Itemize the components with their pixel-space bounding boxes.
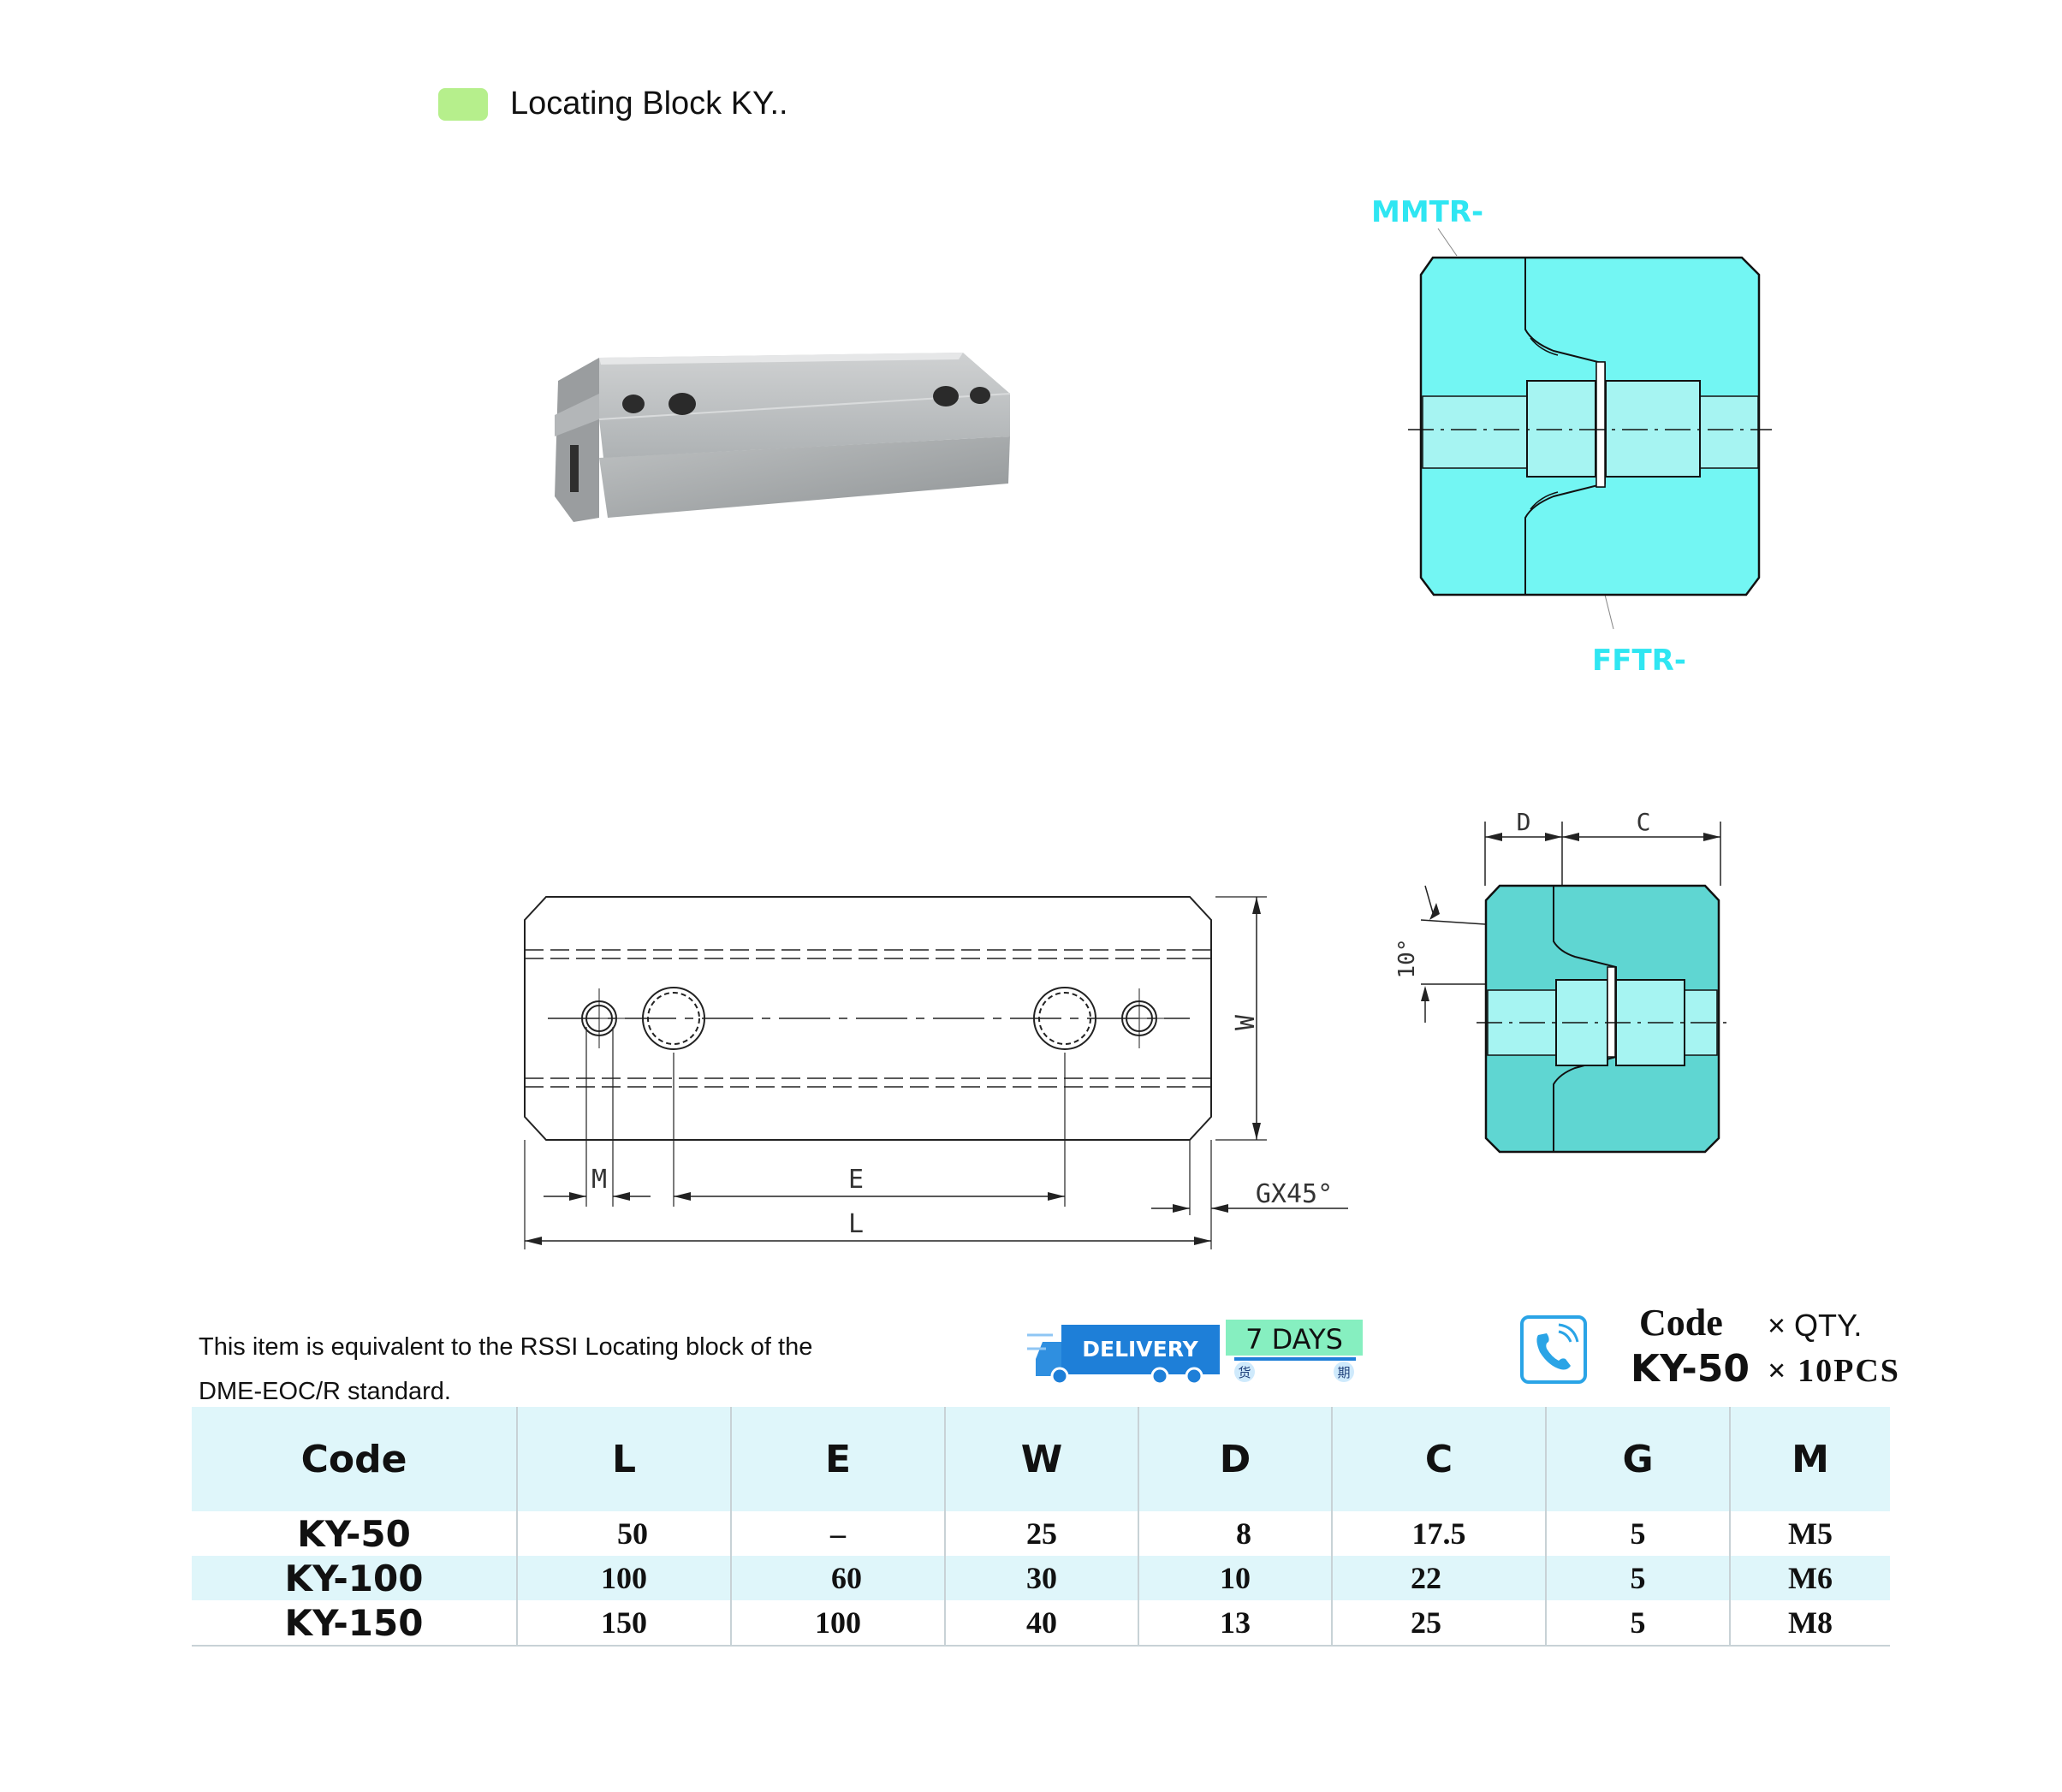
- top-view-drawing: M E L GX45° W: [524, 896, 1348, 1249]
- header-c: C: [1331, 1407, 1546, 1511]
- delivery-char-2: 期: [1337, 1365, 1350, 1380]
- delivery-days-text: 7 DAYS: [1245, 1323, 1343, 1356]
- dim-g: GX45°: [1256, 1179, 1333, 1209]
- order-code-label: Code: [1639, 1302, 1723, 1344]
- cell-l: 50: [516, 1511, 731, 1556]
- page-title: Locating Block KY..: [510, 86, 788, 122]
- cell-e: –: [730, 1511, 945, 1556]
- header-l: L: [516, 1407, 731, 1511]
- header-e: E: [730, 1407, 945, 1511]
- table-row: KY-100 100 60 30 10 22 5 M6: [192, 1556, 1890, 1600]
- dim-l: L: [848, 1209, 864, 1239]
- section-title-row: Locating Block KY..: [438, 86, 788, 122]
- header-d: D: [1138, 1407, 1332, 1511]
- cell-g: 5: [1545, 1600, 1730, 1646]
- cell-m: M5: [1729, 1511, 1890, 1556]
- dim-m: M: [591, 1165, 607, 1195]
- product-photo: [555, 353, 1011, 522]
- cell-d: 8: [1138, 1511, 1332, 1556]
- cell-l: 100: [516, 1556, 731, 1600]
- fftr-label: FFTR-: [1592, 644, 1686, 678]
- delivery-truck-icon: DELIVERY: [1027, 1325, 1220, 1385]
- cell-e: 100: [730, 1600, 945, 1646]
- cell-w: 30: [944, 1556, 1138, 1600]
- dim-c: C: [1637, 808, 1651, 836]
- cell-e: 60: [730, 1556, 945, 1600]
- header-m: M: [1729, 1407, 1890, 1511]
- header-code: Code: [300, 1437, 407, 1481]
- delivery-days: 7 DAYS 货 期: [1226, 1320, 1363, 1382]
- order-code-value: KY-50: [1631, 1347, 1750, 1391]
- section-marker: [438, 87, 488, 121]
- table-header-row: Code L E W D C G M: [192, 1407, 1890, 1511]
- cell-code: KY-150: [284, 1601, 424, 1644]
- table-row: KY-50 50 – 25 8 17.5 5 M5: [192, 1511, 1890, 1556]
- dim-w: W: [1231, 1014, 1261, 1030]
- equivalence-note: This item is equivalent to the RSSI Loca…: [199, 1325, 812, 1414]
- mmtr-label: MMTR-: [1371, 195, 1484, 229]
- side-view-drawing: D C 10°: [1395, 808, 1733, 1154]
- cell-c: 22: [1331, 1556, 1546, 1600]
- order-qty-label: × QTY.: [1768, 1308, 1863, 1343]
- header-w: W: [944, 1407, 1138, 1511]
- cell-g: 5: [1545, 1556, 1730, 1600]
- note-line-1: This item is equivalent to the RSSI Loca…: [199, 1333, 813, 1361]
- cell-g: 5: [1545, 1511, 1730, 1556]
- cell-code: KY-50: [297, 1512, 411, 1555]
- cell-m: M8: [1729, 1600, 1890, 1646]
- dim-e: E: [848, 1165, 864, 1195]
- dim-d: D: [1517, 808, 1531, 836]
- assembly-diagram: [1408, 228, 1772, 630]
- delivery-char-1: 货: [1238, 1365, 1251, 1380]
- table-row: KY-150 150 100 40 13 25 5 M8: [192, 1600, 1890, 1646]
- spec-table: Code L E W D C G M KY-50 50 – 25 8 17.5 …: [192, 1407, 1890, 1647]
- cell-d: 13: [1138, 1600, 1332, 1646]
- cell-code: KY-100: [192, 1556, 517, 1600]
- cell-d: 10: [1138, 1556, 1332, 1600]
- cell-m: M6: [1729, 1556, 1890, 1600]
- phone-icon: [1520, 1315, 1587, 1384]
- note-line-2: DME-EOC/R standard.: [199, 1378, 451, 1405]
- delivery-text: DELIVERY: [1082, 1337, 1198, 1362]
- cell-l: 150: [516, 1600, 731, 1646]
- delivery-badge: DELIVERY 7 DAYS 货 期: [1027, 1316, 1365, 1385]
- cell-c: 17.5: [1331, 1511, 1546, 1556]
- order-qty-value: × 10PCS: [1768, 1353, 1900, 1389]
- cell-w: 25: [944, 1511, 1138, 1556]
- cell-c: 25: [1331, 1600, 1546, 1646]
- dim-angle: 10°: [1395, 939, 1420, 979]
- cell-w: 40: [944, 1600, 1138, 1646]
- header-g: G: [1545, 1407, 1730, 1511]
